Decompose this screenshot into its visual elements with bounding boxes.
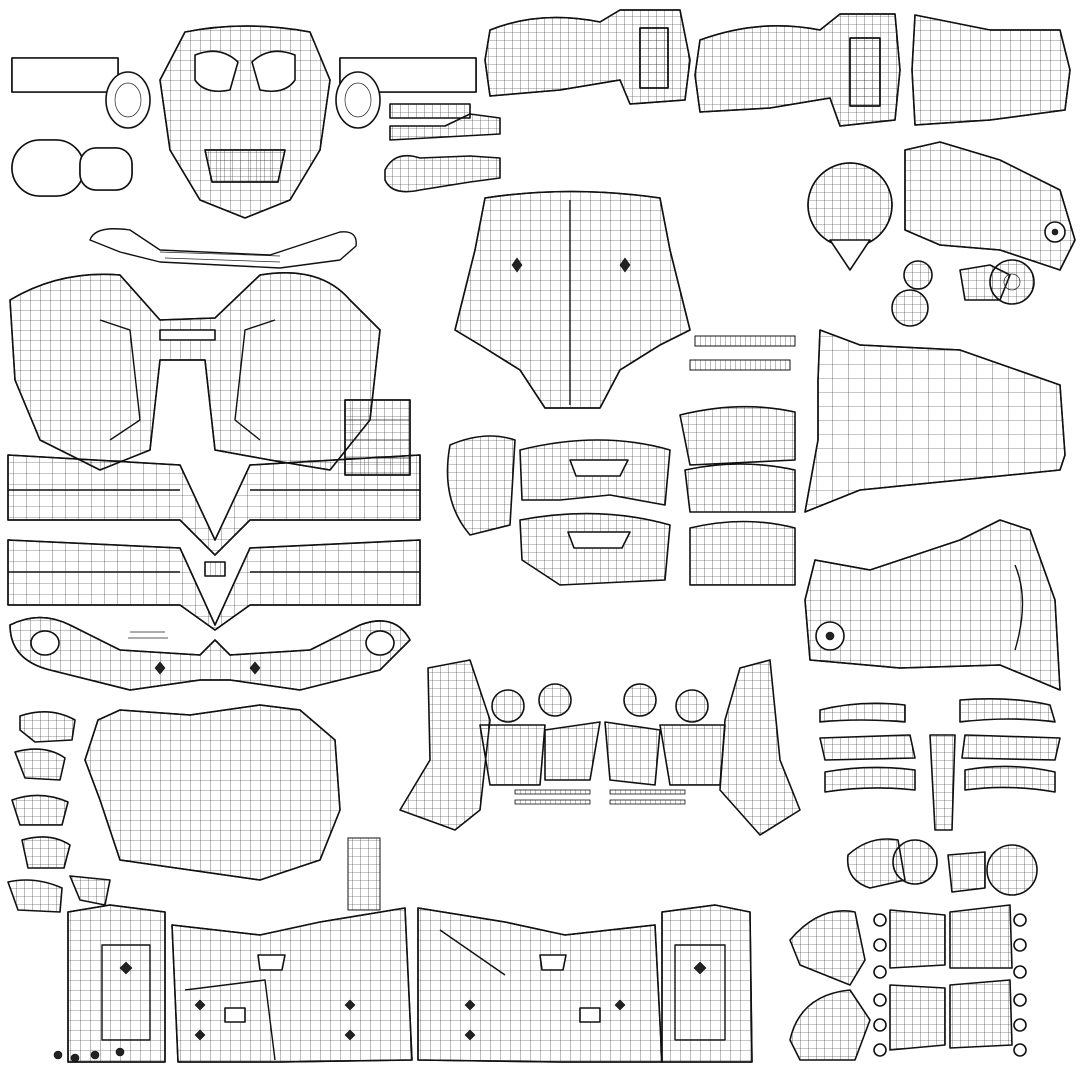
side-panel-upper	[807, 141, 1076, 327]
chest-armor	[9, 272, 381, 471]
glove-pieces	[789, 904, 1027, 1061]
side-panel-lower	[804, 519, 1061, 691]
belt-band-upper	[7, 454, 421, 556]
hip-plates	[819, 697, 1061, 896]
back-plate-large	[804, 329, 1066, 513]
center-lower-parts	[399, 659, 801, 836]
head-small-parts	[11, 103, 501, 269]
left-small-pieces	[7, 711, 381, 1063]
back-plate-top-right	[911, 14, 1071, 126]
shoulder-guard	[446, 405, 796, 586]
skirt-panel-left	[67, 904, 413, 1063]
top-strap-left	[484, 9, 691, 105]
chest-bib	[454, 190, 691, 409]
back-plate-mid	[84, 704, 341, 881]
belt-band-lower	[7, 539, 421, 631]
head-mask	[11, 25, 477, 219]
waist-strip	[9, 616, 411, 691]
spring-parts	[689, 335, 796, 371]
top-strap-right	[694, 13, 901, 127]
skirt-panel-right	[417, 904, 753, 1063]
